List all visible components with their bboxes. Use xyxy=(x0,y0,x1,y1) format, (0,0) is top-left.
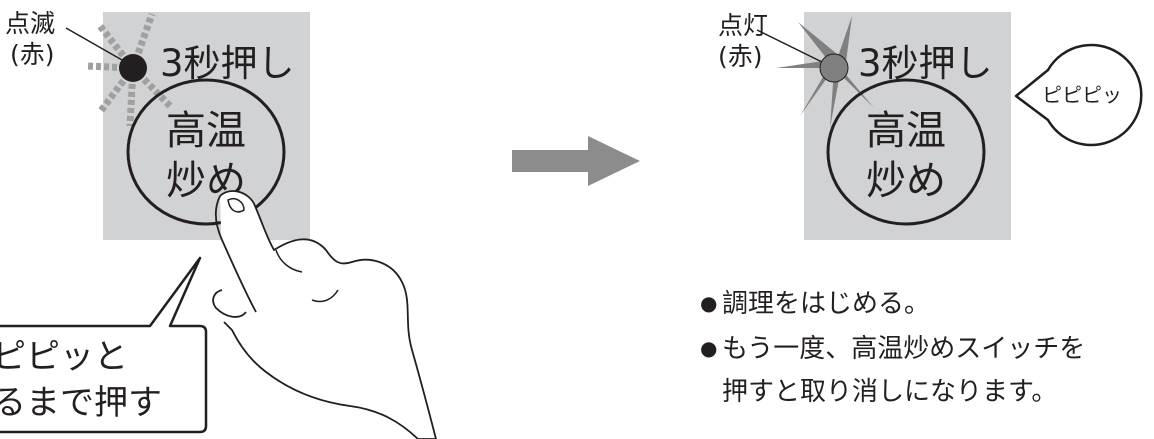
left-speech-bubble xyxy=(0,256,208,434)
pointing-hand-icon xyxy=(212,190,437,439)
note-2-bullet: ● xyxy=(700,336,717,360)
beep-text: ピピピッ xyxy=(1042,83,1122,107)
right-label-leader xyxy=(756,29,823,63)
speech-line-1: ピピッと xyxy=(0,337,128,377)
left-switch-label-1: 高温 xyxy=(166,108,246,154)
right-indicator-label-1: 点灯 xyxy=(718,11,768,40)
left-stir-fry-switch[interactable] xyxy=(126,78,286,226)
blinking-lamp-icon xyxy=(119,54,147,82)
right-stir-fry-switch[interactable] xyxy=(826,78,986,226)
left-indicator-label-1: 点滅 xyxy=(5,9,55,38)
right-hold-text: 3秒押し xyxy=(858,42,993,85)
left-label-leader xyxy=(65,27,123,61)
right-control-panel xyxy=(804,12,1011,240)
note-1-bullet: ● xyxy=(700,291,717,315)
note-1-line-1: 調理をはじめる。 xyxy=(722,289,930,319)
beep-bubble xyxy=(1014,43,1143,147)
speech-line-2: るまで押す xyxy=(0,383,162,423)
right-switch-label-1: 高温 xyxy=(866,108,946,154)
left-hold-text: 3秒押し xyxy=(160,42,295,85)
left-indicator-label-2: (赤) xyxy=(10,40,55,69)
right-arrow-icon xyxy=(512,136,640,186)
note-2-line-1: もう一度、高温炒めスイッチを xyxy=(722,334,1085,364)
right-switch-label-2: 炒め xyxy=(866,158,946,204)
note-2-line-2: 押すと取り消しになります。 xyxy=(722,377,1057,407)
right-indicator-label-2: (赤) xyxy=(718,42,763,71)
lit-lamp-icon xyxy=(819,53,849,83)
